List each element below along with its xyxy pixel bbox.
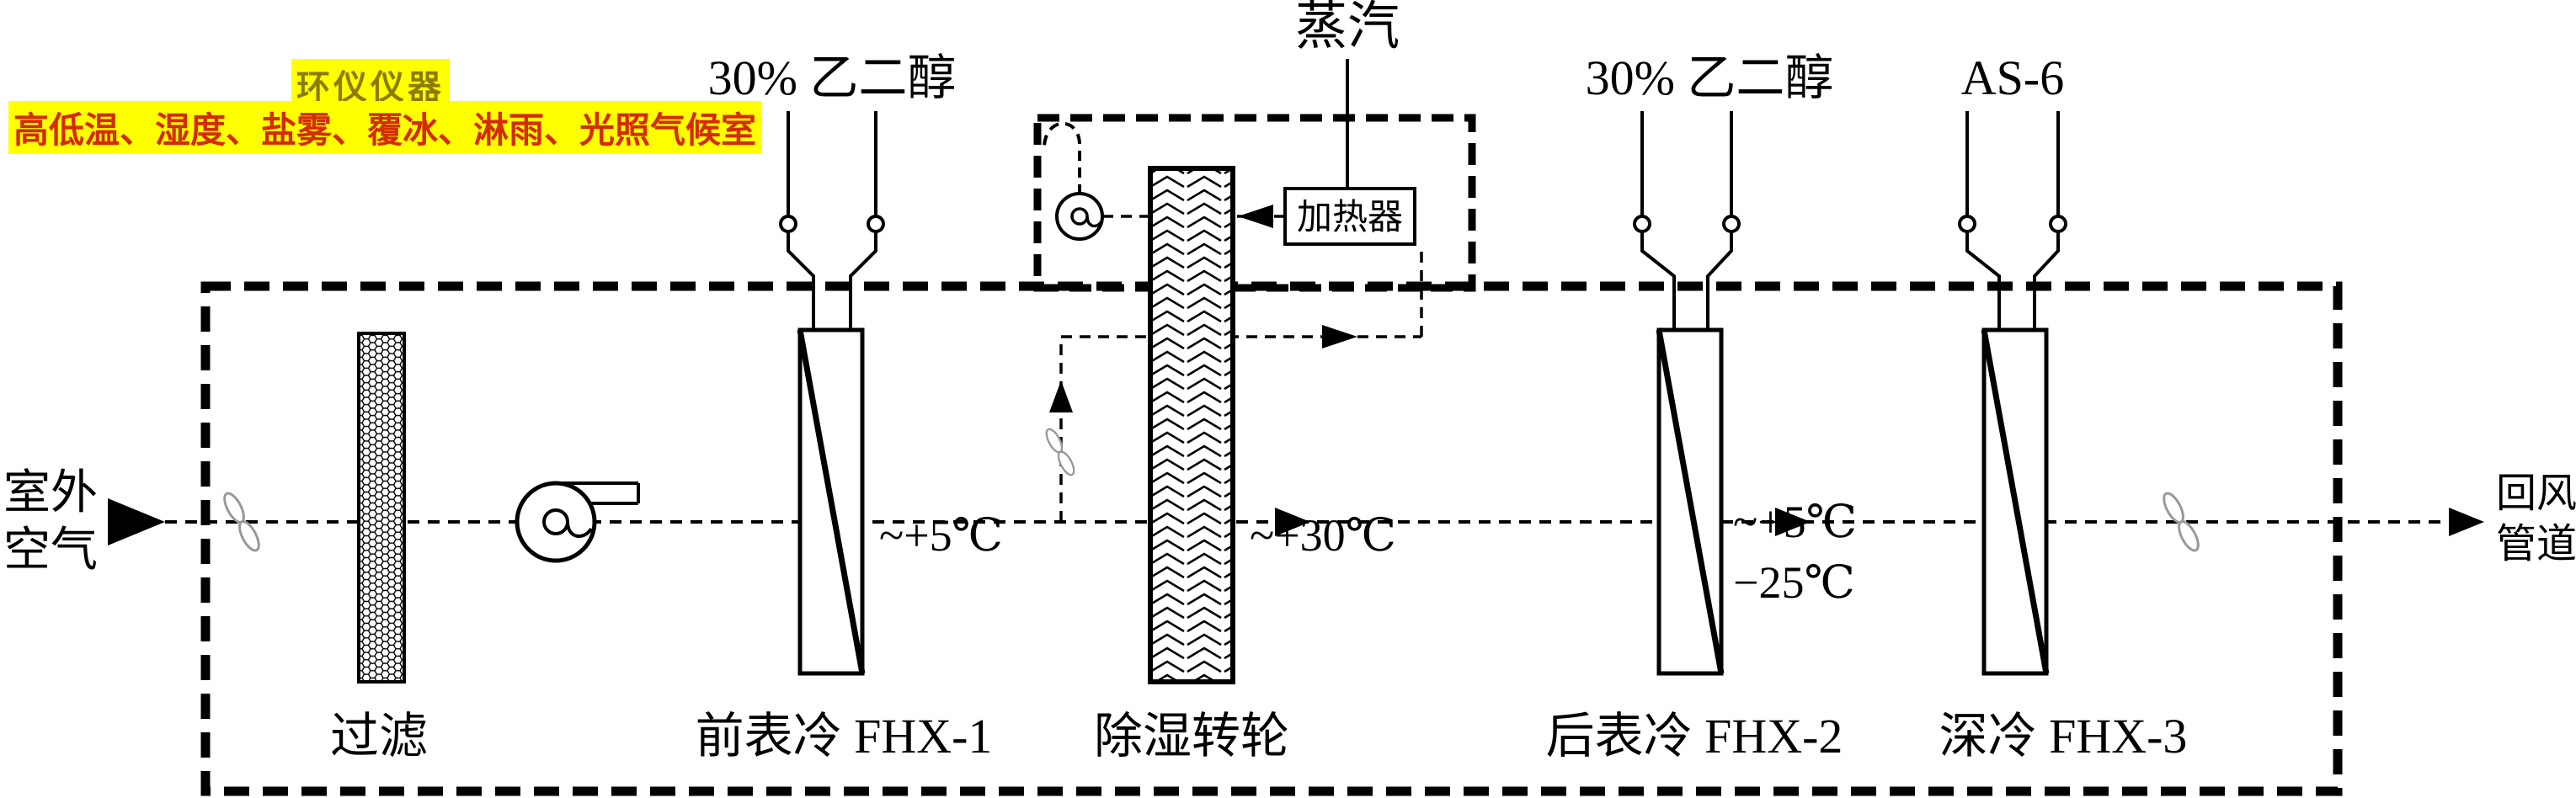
regen-up-arrow	[1049, 380, 1073, 412]
exhaust-hook-line	[1043, 121, 1081, 194]
inlet-arrow	[108, 498, 165, 545]
damper-icon	[1042, 425, 1079, 479]
heater-box	[1283, 187, 1416, 246]
temp-after-precool: ~+5℃	[879, 510, 1003, 561]
flow-arrows	[108, 205, 2484, 545]
arrow-after-wheel	[1275, 508, 1310, 536]
regen-right-arrow	[1322, 325, 1357, 348]
fhx2-pipes	[1633, 111, 1741, 333]
steam-label: 蒸汽	[1295, 0, 1400, 56]
pipe-union	[1958, 215, 1976, 233]
return-duct-label-line2: 管道	[2496, 522, 2576, 567]
glycol-right-label: 30% 乙二醇	[1586, 51, 1834, 105]
arrow-before-fhx3	[1775, 508, 1811, 536]
airflow-lines	[165, 121, 2449, 524]
outdoor-air-label-line1: 室外	[3, 467, 98, 519]
as6-label: AS-6	[1961, 51, 2064, 105]
heater-label: 加热器	[1297, 199, 1403, 237]
precooler-fhx1	[797, 327, 866, 676]
pipe-union	[1633, 215, 1651, 233]
pipe-union	[867, 215, 885, 233]
aftercooler-label: 后表冷 FHX-2	[1546, 709, 1843, 763]
fan-outlet-duct	[556, 481, 640, 505]
precooler-label: 前表冷 FHX-1	[696, 709, 993, 763]
filter-unit	[357, 332, 406, 684]
regeneration-fan	[1055, 192, 1104, 241]
deepcooler-label: 深冷 FHX-3	[1939, 709, 2188, 763]
wheel-label: 除湿转轮	[1094, 709, 1289, 763]
temp-after-wheel: ~+30℃	[1250, 510, 1396, 561]
glycol-left-label: 30% 乙二醇	[708, 51, 957, 105]
fhx3-pipes	[1958, 111, 2067, 333]
watermark-tagline: 高低温、湿度、盐雾、覆冰、淋雨、光照气候室	[8, 101, 762, 154]
fhx1-pipes	[779, 111, 885, 333]
temp-after-aftercool-hi: ~+5℃	[1733, 497, 1857, 547]
regen-into-wheel-arrow	[1238, 205, 1273, 228]
filter-label: 过滤	[330, 709, 428, 763]
pipe-union	[779, 215, 797, 233]
regeneration-box	[1033, 114, 1476, 292]
fan-volute	[566, 521, 593, 538]
outlet-arrow	[2449, 508, 2484, 536]
pipe-union	[1722, 215, 1741, 233]
aftercooler-fhx2	[1656, 327, 1725, 676]
pipe-union	[2049, 215, 2067, 233]
temp-after-aftercool-lo: −25℃	[1733, 557, 1855, 608]
fan-volute	[1085, 215, 1103, 228]
outdoor-air-label-line2: 空气	[3, 524, 98, 577]
desiccant-wheel	[1148, 166, 1235, 684]
supply-fan	[515, 481, 640, 563]
deepcooler-fhx3	[1981, 327, 2050, 676]
return-duct-label-line1: 回风	[2496, 471, 2576, 516]
